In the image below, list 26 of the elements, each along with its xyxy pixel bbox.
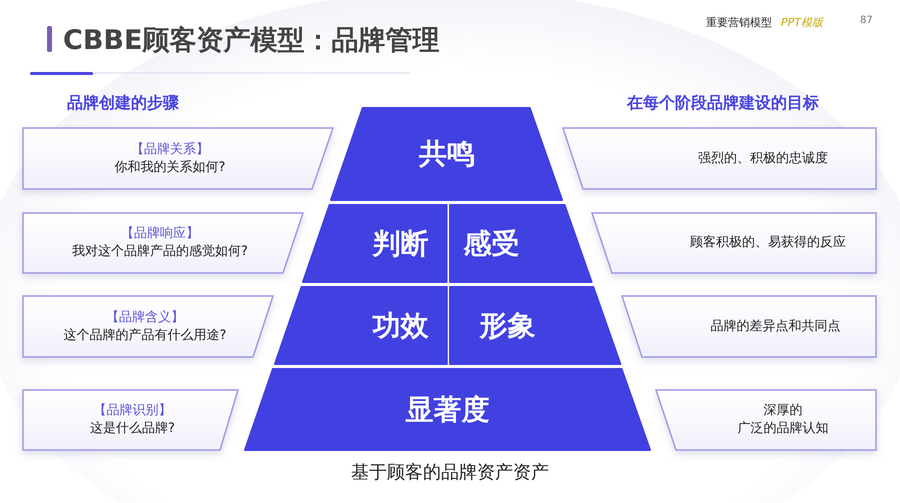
step-heading: 【品牌响应】 [121, 225, 199, 243]
tier-label: 感受 [464, 226, 520, 262]
page-number: 87 [860, 15, 873, 26]
goal-text: 深厚的 [764, 402, 802, 420]
step-heading: 【品牌含义】 [106, 308, 184, 326]
step-question: 这个品牌的产品有什么用途? [64, 326, 226, 344]
goal-text: 顾客积极的、易获得的反应 [690, 234, 846, 252]
step-heading: 【品牌识别】 [94, 402, 172, 420]
section-heading: 在每个阶段品牌建设的目标 [627, 93, 819, 114]
step-question: 你和我的关系如何? [114, 158, 226, 176]
step-heading: 【品牌关系】 [131, 140, 209, 158]
tier-label: 形象 [480, 308, 536, 344]
goal-text: 广泛的品牌认知 [738, 420, 828, 438]
step-question: 这是什么品牌? [90, 420, 175, 438]
header-text: PPT模版 [781, 15, 823, 30]
section-heading: 品牌创建的步骤 [67, 93, 179, 114]
header-text: 重要营销模型 [706, 15, 772, 30]
step-question: 我对这个品牌产品的感觉如何? [72, 243, 248, 261]
tier-label: 显著度 [406, 392, 490, 428]
caption: 基于顾客的品牌资产资产 [350, 461, 550, 484]
title: CBBE顾客资产模型：品牌管理 [63, 24, 440, 58]
tier-label: 判断 [372, 226, 428, 262]
goal-text: 品牌的差异点和共同点 [710, 318, 840, 336]
goal-text: 强烈的、积极的忠诚度 [698, 150, 828, 168]
tier-label: 功效 [372, 308, 428, 344]
tier-label: 共鸣 [418, 136, 475, 172]
